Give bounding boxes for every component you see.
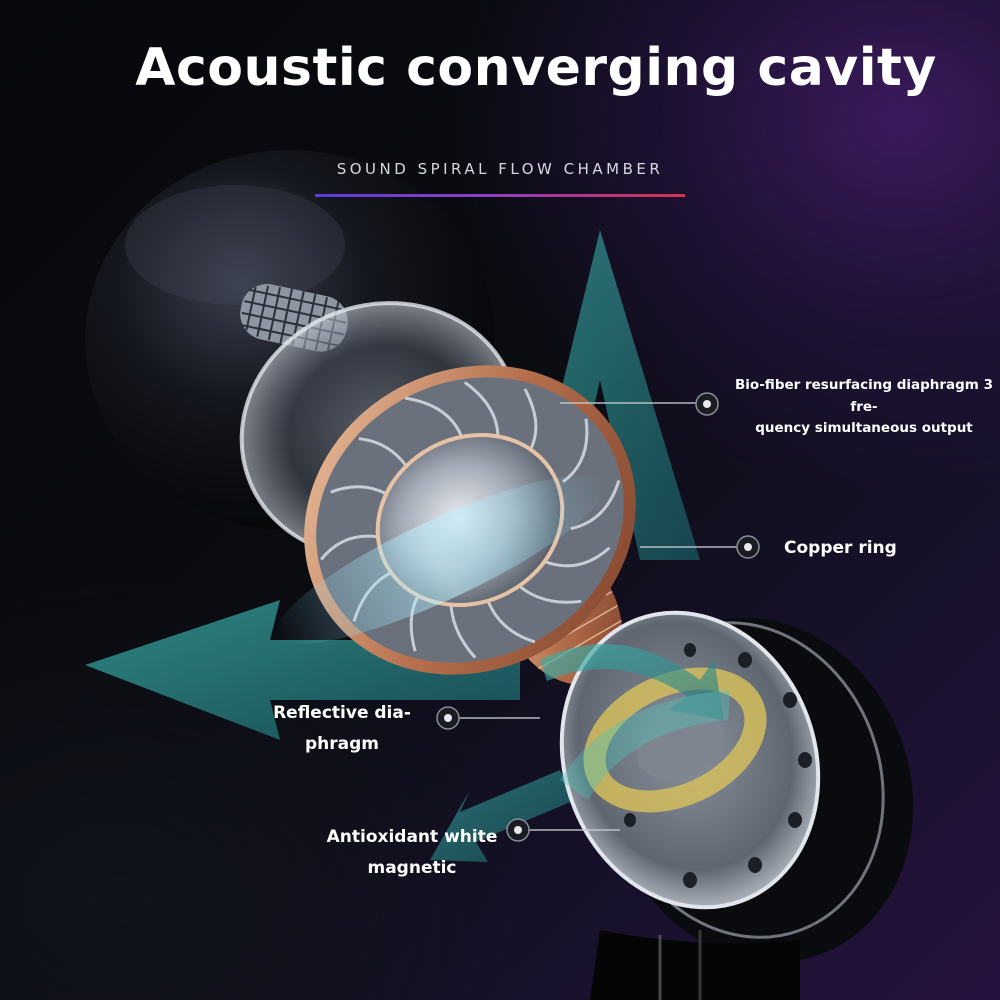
callout-copper-ring: Copper ring — [784, 536, 897, 562]
callout-antioxidant: Antioxidant white magnetic — [322, 822, 502, 885]
callout-leaders — [452, 402, 742, 831]
page-subtitle: SOUND SPIRAL FLOW CHAMBER — [336, 160, 664, 178]
flow-arrow-swirl — [540, 644, 730, 800]
callout-copper-ring-line-1: Copper ring — [784, 538, 897, 558]
subtitle-underline — [315, 194, 685, 197]
gold-magnet-ring — [583, 667, 767, 813]
callout-antioxidant-line-1: Antioxidant white — [326, 827, 498, 847]
cable — [590, 930, 800, 1000]
callout-dots — [436, 392, 760, 842]
dot-copper-ring-icon — [736, 535, 760, 559]
callout-antioxidant-line-2: magnetic — [367, 858, 457, 879]
dot-bio-fiber-icon — [695, 392, 719, 416]
callout-bio-fiber-line-1: Bio-fiber resurfacing diaphragm 3 fre- — [735, 377, 993, 415]
glow-band — [275, 475, 605, 645]
flow-arrow-down-left — [430, 770, 575, 862]
callout-reflective: Reflective dia- phragm — [262, 698, 422, 761]
dot-antioxidant-icon — [506, 818, 530, 842]
callout-reflective-line-2: phragm — [304, 734, 379, 755]
callout-reflective-line-1: Reflective dia- — [273, 703, 411, 723]
dot-reflective-icon — [436, 706, 460, 730]
page-title: Acoustic converging cavity — [135, 38, 937, 98]
flow-arrow-left — [85, 600, 520, 740]
callout-bio-fiber: Bio-fiber resurfacing diaphragm 3 fre- q… — [724, 375, 1000, 440]
callout-bio-fiber-line-2: quency simultaneous output — [755, 420, 973, 437]
